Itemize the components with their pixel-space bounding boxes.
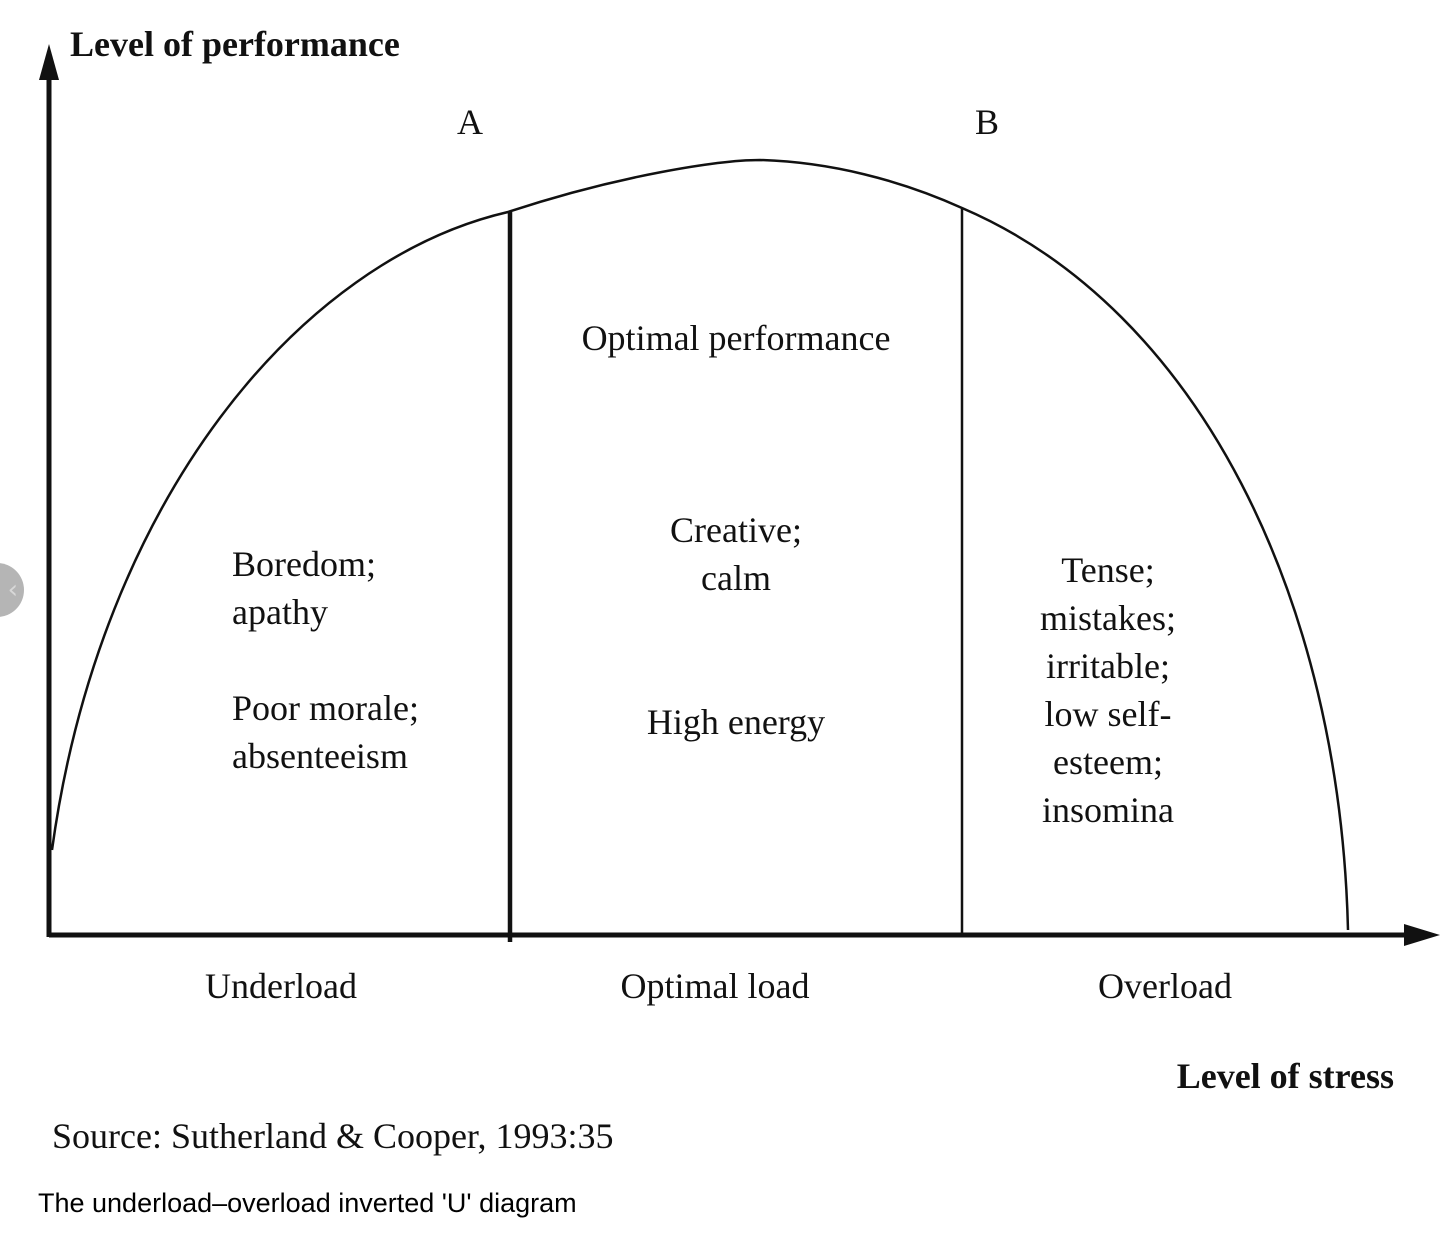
overload-zone-text: Tense; mistakes; irritable; low self- es… [1040, 550, 1176, 830]
chevron-left-icon: ‹ [7, 575, 18, 605]
optimal-line: High energy [647, 702, 825, 742]
overload-line: irritable; [1046, 646, 1170, 686]
source-citation: Source: Sutherland & Cooper, 1993:35 [52, 1116, 613, 1156]
zone-label-overload: Overload [1098, 966, 1232, 1006]
optimal-line: calm [701, 558, 771, 598]
marker-a: A [457, 102, 483, 142]
overload-line: low self- [1045, 694, 1172, 734]
marker-b: B [975, 102, 999, 142]
figure-caption: The underload–overload inverted 'U' diag… [38, 1188, 577, 1218]
zone-label-optimal: Optimal load [621, 966, 810, 1006]
overload-line: mistakes; [1040, 598, 1176, 638]
underload-line: Boredom; [232, 544, 376, 584]
y-axis [39, 44, 59, 937]
underload-line: absenteeism [232, 736, 408, 776]
optimal-line: Creative; [670, 510, 802, 550]
overload-line: Tense; [1061, 550, 1154, 590]
y-axis-title: Level of performance [70, 24, 400, 64]
underload-line: Poor morale; [232, 688, 419, 728]
zone-label-underload: Underload [205, 966, 357, 1006]
x-axis [49, 924, 1440, 946]
x-axis-title: Level of stress [1177, 1056, 1394, 1096]
overload-line: insomina [1042, 790, 1174, 830]
performance-curve [50, 158, 1350, 931]
underload-line: apathy [232, 592, 328, 632]
overload-line: esteem; [1053, 742, 1163, 782]
optimal-zone-text: Optimal performance Creative; calm High … [582, 318, 891, 742]
underload-zone-text: Boredom; apathy Poor morale; absenteeism [232, 544, 419, 776]
optimal-heading: Optimal performance [582, 318, 891, 358]
